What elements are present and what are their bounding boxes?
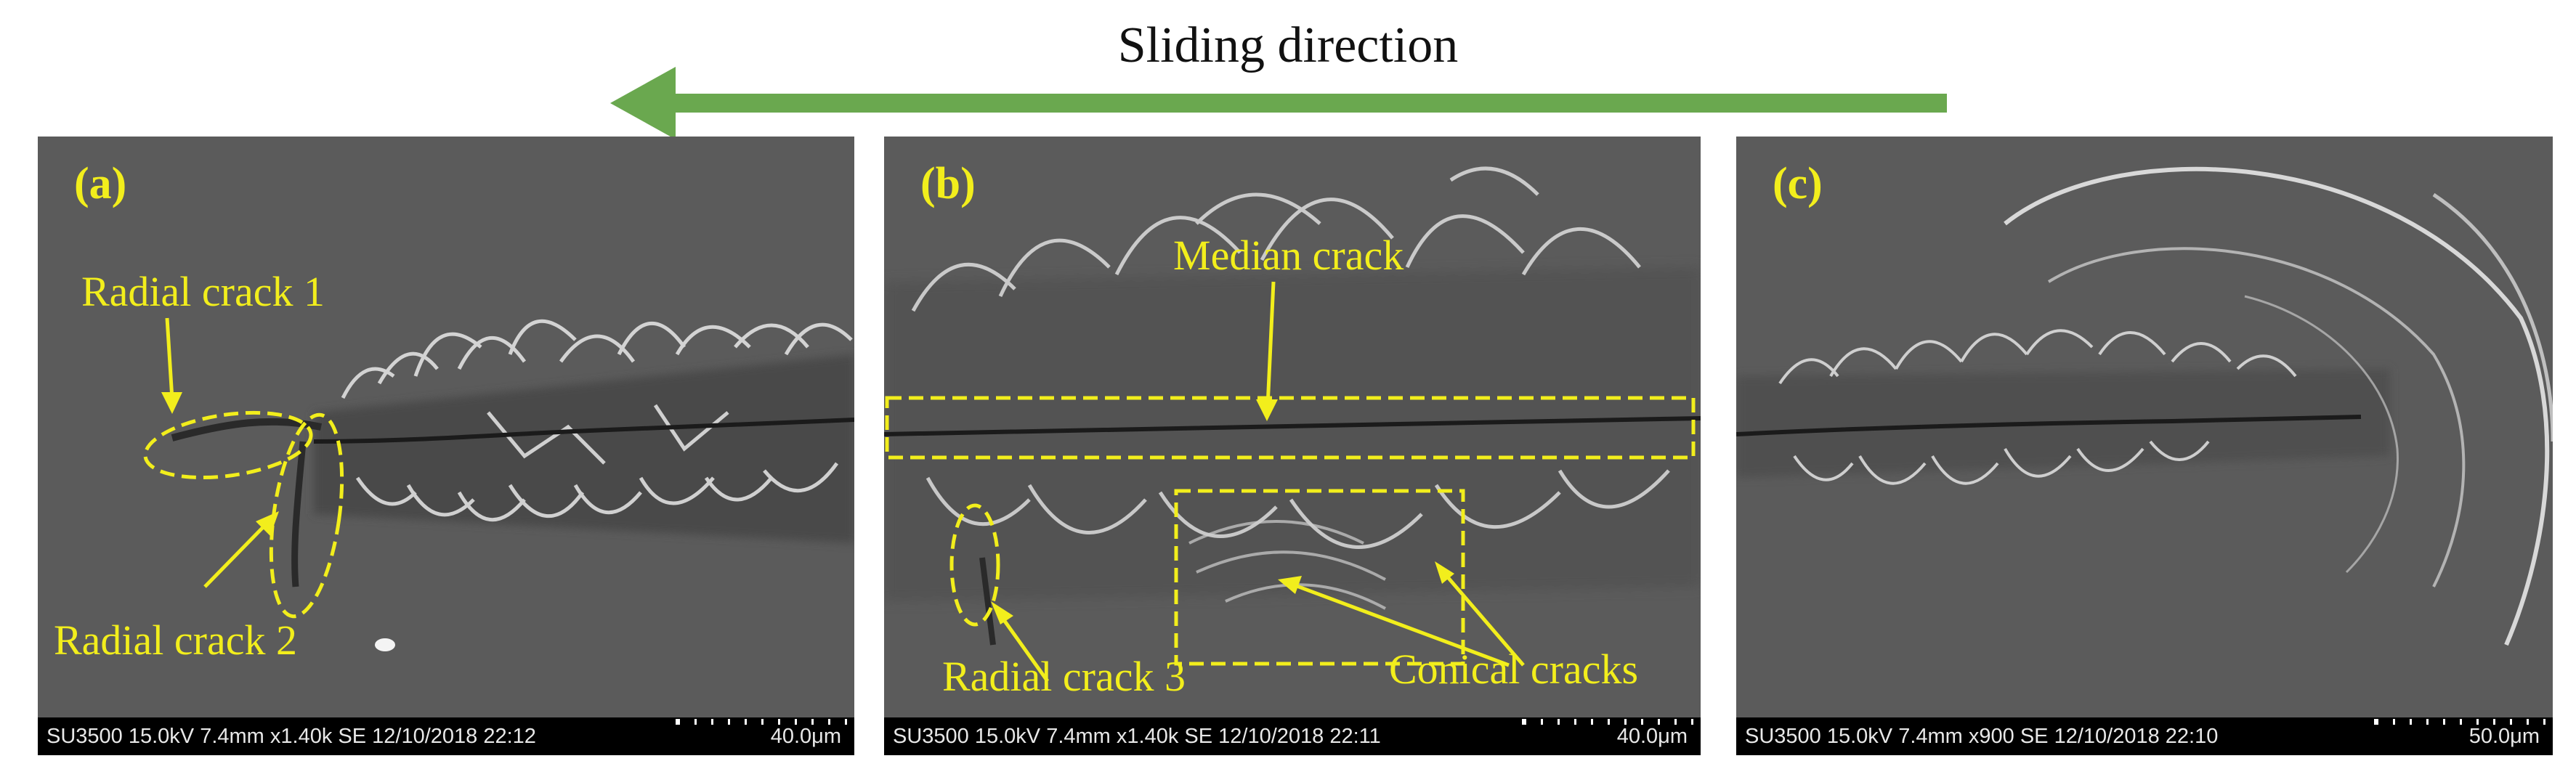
scale-bar [676,719,847,725]
panel-label-b: (b) [920,159,976,208]
annotation-radial-crack-1: Radial crack 1 [81,268,325,315]
scale-label: 50.0μm [2468,725,2540,748]
sem-panel-b: (b) Median crack Radial crack 3 Conical … [884,137,1701,755]
annotation-radial-crack-2: Radial crack 2 [54,617,297,664]
scale-bar [2374,719,2545,725]
sem-info-text: SU3500 15.0kV 7.4mm x1.40k SE 12/10/2018… [46,725,536,748]
annotation-median-crack: Median crack [1173,232,1404,279]
sem-info-text: SU3500 15.0kV 7.4mm x1.40k SE 12/10/2018… [893,725,1381,748]
sem-image-b [884,166,1701,683]
sem-info-bar-b: SU3500 15.0kV 7.4mm x1.40k SE 12/10/2018… [884,717,1701,755]
annotation-radial-crack-3: Radial crack 3 [942,653,1186,700]
sem-info-bar-c: SU3500 15.0kV 7.4mm x900 SE 12/10/2018 2… [1736,717,2553,755]
sem-info-text: SU3500 15.0kV 7.4mm x900 SE 12/10/2018 2… [1745,725,2219,748]
annotation-conical-cracks: Conical cracks [1389,646,1639,693]
scale-label: 40.0μm [770,725,841,748]
figure-title: Sliding direction [1117,17,1459,73]
sem-image-c [1736,166,2553,646]
scale-bar [1522,719,1693,725]
sem-image-a [143,317,854,651]
sem-panel-c: (c) SU3500 15.0kV 7.4mm x900 SE 12/10/20… [1736,137,2553,755]
panel-label-c: (c) [1773,159,1823,208]
sem-panel-a: (a) Radial crack 1 Radial crack 2 SU3500… [38,137,854,755]
sliding-direction-arrow [610,67,1947,139]
scale-label: 40.0μm [1616,725,1688,748]
sem-info-bar-a: SU3500 15.0kV 7.4mm x1.40k SE 12/10/2018… [38,717,854,755]
panel-label-a: (a) [74,159,127,208]
